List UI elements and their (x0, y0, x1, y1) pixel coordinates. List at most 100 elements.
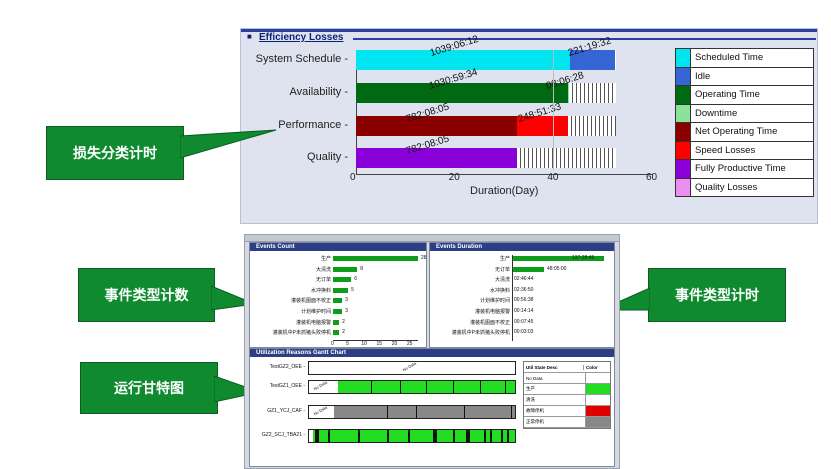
legend-label: Idle (695, 70, 711, 82)
legend-item: Fully Productive Time (676, 160, 813, 179)
gantt-divider (387, 406, 389, 418)
duration-bar (512, 266, 544, 272)
x-tick-label: 25 (406, 341, 413, 347)
y-tick-label: Availability - (289, 86, 349, 98)
gantt-divider (453, 381, 455, 393)
bar-hatch (615, 50, 616, 70)
y-tick-label: 水冲换料 (310, 287, 331, 294)
legend-item: Scheduled Time (676, 49, 813, 68)
y-tick-label: 生产 (320, 256, 331, 262)
gantt-divider (490, 430, 493, 442)
gantt-divider (500, 430, 503, 442)
gantt-divider (434, 430, 437, 442)
gantt-divider (465, 430, 468, 442)
bar-value-label: 02:36:50 (514, 286, 534, 293)
gantt-row: No Data (308, 405, 516, 419)
legend-swatch (676, 141, 691, 159)
plot-area (356, 50, 653, 175)
panel-title: Efficiency Losses (259, 32, 344, 43)
gantt-divider (426, 381, 428, 393)
bar-value-label: 8 (360, 265, 364, 272)
callout-gantt-text: 运行甘特图 (114, 380, 184, 396)
efficiency-chart (240, 40, 670, 210)
bar-hatch (569, 83, 616, 103)
count-bar (333, 330, 340, 336)
bar-segment (356, 148, 517, 168)
y-tick-label: 生产 (499, 256, 510, 262)
gridline (553, 50, 555, 170)
gantt-row-text: No Data (312, 404, 329, 417)
legend-label: Quality Losses (695, 181, 758, 193)
legend-swatch (676, 104, 691, 122)
y-tick-label: 灌装机中P未抓猪头败停机 (272, 330, 331, 337)
legend-item: 生产 (524, 384, 610, 395)
legend-header: Util State Desc Color (524, 362, 610, 373)
callout-event-duration-text: 事件类型计时 (675, 287, 759, 303)
bar-value-label: 6 (354, 276, 357, 283)
legend-header-color: Color (583, 364, 610, 370)
legend-item: 故障停机 (524, 406, 610, 417)
legend-swatch (676, 178, 691, 196)
gantt-divider (387, 430, 390, 442)
count-bar (333, 277, 352, 283)
y-tick-label: 灌装机电脑报警 (295, 319, 331, 326)
y-tick-label: 灌装机电脑报警 (474, 309, 510, 315)
gantt-divider (416, 406, 418, 418)
callout-loss-pointer (180, 129, 277, 159)
gantt-divider (315, 430, 318, 442)
legend-label: Net Operating Time (695, 126, 778, 138)
y-tick-label: 灌装机中P未抓猪头败停机 (451, 330, 510, 337)
legend-header-desc: Util State Desc (526, 364, 558, 370)
y-tick-label: System Schedule - (255, 53, 348, 65)
x-tick-label: 60 (646, 172, 658, 183)
gantt-row-label: GZ2_SCJ_TBA21 - (261, 432, 305, 438)
y-tick-label: 灌装机图面不校正 (290, 298, 331, 305)
legend-swatch (585, 417, 610, 427)
bar-value-label: 48:05:00 (547, 265, 567, 272)
callout-loss-text: 损失分类计时 (73, 145, 157, 161)
gantt-divider (399, 381, 401, 393)
gantt-divider (467, 430, 470, 442)
collapse-icon[interactable]: ■ (247, 32, 252, 41)
gantt-row-text: No Data (401, 360, 417, 373)
bar-segment (356, 83, 568, 103)
callout-gantt-pointer (214, 375, 262, 403)
legend-swatch (585, 406, 610, 416)
gantt-divider (370, 381, 372, 393)
gantt-divider (317, 430, 320, 442)
legend-label: Fully Productive Time (695, 163, 786, 175)
gantt-divider (358, 430, 361, 442)
count-bar (333, 287, 349, 293)
bar-segment (567, 83, 570, 103)
x-tick-label: 5 (346, 341, 349, 347)
bar-value-label: 00:07:45 (514, 318, 534, 325)
x-axis (333, 340, 418, 341)
legend-label: Downtime (695, 107, 738, 119)
bar-value-label: 3 (345, 297, 348, 304)
x-tick-label: 20 (391, 341, 398, 347)
gantt-divider (327, 430, 330, 442)
y-tick-label: 大清洗 (494, 277, 510, 284)
gantt-divider (463, 406, 465, 418)
gantt-divider (453, 430, 456, 442)
y-tick-label: 计划维护时间 (479, 298, 510, 305)
bar-segment (516, 116, 569, 136)
legend-label: Operating Time (695, 89, 760, 101)
gantt-divider (506, 430, 509, 442)
gantt-segment (333, 406, 515, 418)
x-axis-label: Duration(Day) (470, 185, 539, 197)
bar-value-label: 02:46:44 (514, 276, 534, 283)
legend-label: No Data (526, 375, 543, 381)
bar-hatch (568, 116, 616, 136)
gantt-row: No Data (308, 361, 516, 375)
gantt-title: Utilization Reasons Gantt Chart (250, 349, 614, 357)
legend-swatch (676, 123, 691, 141)
legend-label: 故障停机 (526, 408, 544, 413)
legend-item: Net Operating Time (676, 123, 813, 142)
legend-item: 清洗 (524, 395, 610, 406)
y-tick-label: 大清洗 (315, 266, 331, 273)
